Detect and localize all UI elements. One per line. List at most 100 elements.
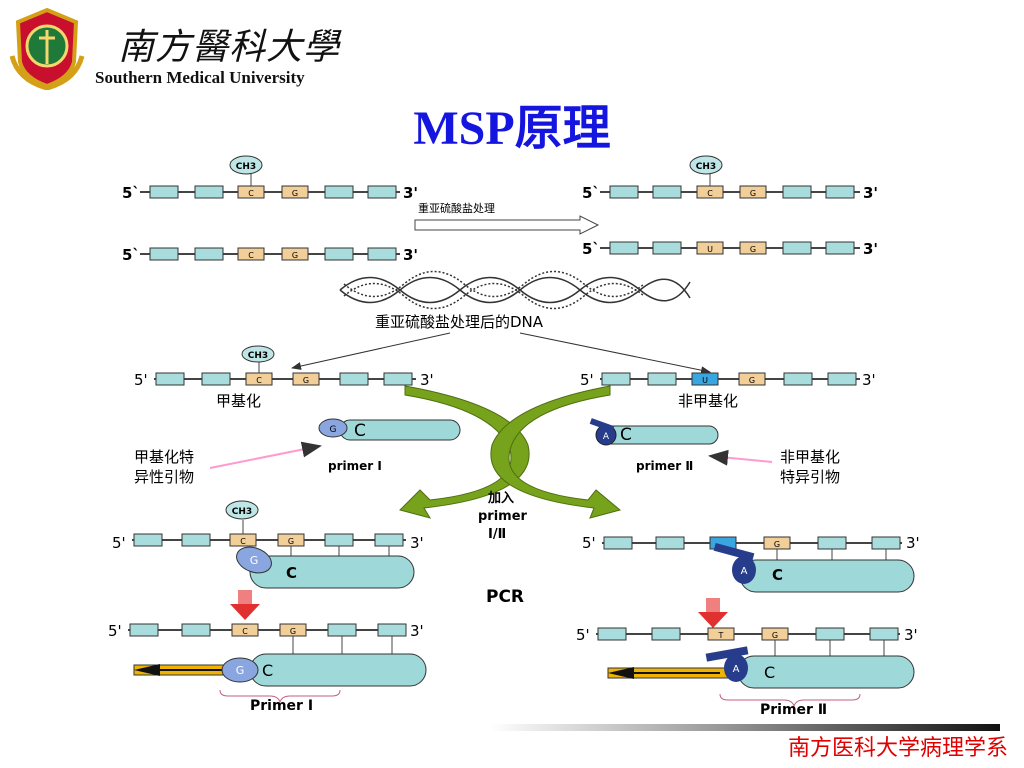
svg-text:3': 3' — [906, 534, 920, 552]
svg-text:G: G — [750, 189, 756, 198]
svg-text:C: C — [248, 251, 254, 260]
header: 南方醫科大學 Southern Medical University MSP原理 — [0, 0, 1024, 155]
svg-text:G: G — [749, 376, 755, 385]
svg-text:G: G — [236, 664, 245, 677]
top-right-strand-methylated: 5` C G 3' CH3 — [582, 155, 878, 202]
svg-text:C: C — [286, 564, 297, 582]
svg-text:3': 3' — [403, 246, 418, 264]
msp-diagram: 5` C G 3' CH3 5` C G 3' 重亚硫酸盐处理 5` — [108, 155, 920, 718]
green-crossing-arrows — [399, 385, 622, 519]
svg-text:G: G — [250, 554, 259, 567]
svg-text:5': 5' — [576, 626, 590, 644]
primer-1-product-label: Primer Ⅰ — [250, 698, 313, 714]
svg-text:G: G — [292, 251, 298, 260]
base-c-label: C — [248, 189, 254, 198]
svg-text:C: C — [354, 421, 366, 441]
footer-divider — [490, 724, 1000, 731]
three-prime-label: 3' — [403, 184, 418, 202]
unmethylated-label: 非甲基化 — [678, 392, 738, 410]
ch3-label: CH3 — [236, 162, 256, 172]
svg-text:3': 3' — [863, 240, 878, 258]
second-left-strand-unmethylated: 5` C G 3' — [122, 246, 418, 264]
university-calligraphy-logo: 南方醫科大學 — [118, 27, 341, 68]
svg-text:T: T — [718, 631, 724, 640]
svg-text:CH3: CH3 — [232, 507, 252, 517]
methyl-group-icon — [689, 155, 723, 175]
unmethylated-strand: 5' U G 3' 非甲基化 — [580, 371, 876, 410]
pcr-label: PCR — [486, 587, 524, 607]
svg-text:5': 5' — [134, 371, 148, 389]
primer-2-probe: A C primer Ⅱ — [589, 418, 719, 473]
svg-text:G: G — [288, 537, 294, 546]
svg-text:G: G — [772, 631, 778, 640]
svg-text:5': 5' — [580, 371, 594, 389]
dna-double-helix — [339, 270, 691, 310]
red-down-arrow-right — [698, 598, 728, 628]
svg-text:5`: 5` — [582, 184, 600, 202]
primer-1-label: primer Ⅰ — [328, 459, 382, 473]
svg-text:特异引物: 特异引物 — [780, 468, 840, 486]
add-primer-label: 加入 — [487, 491, 514, 506]
unmethylated-pcr-product: 5' T G 3' A C Primer Ⅱ — [576, 626, 918, 718]
svg-text:3': 3' — [862, 371, 876, 389]
svg-text:异性引物: 异性引物 — [134, 468, 194, 486]
methyl-group-icon — [229, 155, 263, 175]
svg-text:C: C — [764, 663, 775, 682]
svg-text:Ⅰ/Ⅱ: Ⅰ/Ⅱ — [488, 527, 506, 542]
svg-text:C: C — [620, 425, 632, 445]
svg-text:U: U — [702, 376, 708, 385]
red-down-arrow-left — [230, 590, 260, 620]
methyl-specific-primer-label: 甲基化特 — [134, 448, 194, 466]
svg-text:C: C — [707, 189, 713, 198]
bisulfite-treatment-arrow: 重亚硫酸盐处理 — [414, 201, 600, 235]
methylated-label: 甲基化 — [216, 392, 261, 410]
svg-text:5`: 5` — [122, 246, 140, 264]
svg-text:3': 3' — [410, 622, 424, 640]
primer-1-probe: G C primer Ⅰ — [318, 418, 461, 473]
svg-text:G: G — [330, 425, 337, 435]
methyl-group-icon — [241, 345, 275, 363]
svg-text:C: C — [240, 537, 246, 546]
methyl-group-icon — [225, 500, 259, 520]
svg-text:3': 3' — [420, 371, 434, 389]
svg-text:C: C — [772, 566, 783, 584]
primer-2-product-label: Primer Ⅱ — [760, 702, 827, 718]
footer-department: 南方医科大学病理学系 — [787, 736, 1008, 761]
methylated-strand: 5' C G 3' CH3 甲基化 — [134, 345, 434, 410]
base-g-label: G — [292, 189, 298, 198]
university-seal-logo — [9, 7, 85, 90]
primer-2-label: primer Ⅱ — [636, 459, 693, 473]
svg-text:primer: primer — [478, 509, 528, 524]
top-left-strand-methylated: 5` C G 3' CH3 — [122, 155, 418, 202]
svg-text:C: C — [256, 376, 262, 385]
methylated-pcr-product: 5' C G 3' G C Primer Ⅰ — [108, 622, 427, 714]
svg-text:U: U — [707, 245, 713, 254]
dna-after-treatment-label: 重亚硫酸盐处理后的DNA — [375, 313, 544, 331]
svg-text:A: A — [733, 664, 740, 675]
five-prime-label: 5` — [122, 184, 140, 202]
svg-text:CH3: CH3 — [248, 351, 268, 361]
svg-text:5`: 5` — [582, 240, 600, 258]
svg-text:3': 3' — [410, 534, 424, 552]
svg-text:C: C — [242, 627, 248, 636]
methylated-primer-annealing: 5' C G 3' CH3 G C — [112, 500, 424, 589]
svg-text:CH3: CH3 — [696, 162, 716, 172]
svg-text:G: G — [290, 627, 296, 636]
svg-text:3': 3' — [863, 184, 878, 202]
u-base-box — [691, 372, 719, 386]
svg-text:C: C — [262, 661, 273, 680]
svg-text:3': 3' — [904, 626, 918, 644]
university-english-name: Southern Medical University — [95, 68, 305, 87]
svg-text:G: G — [303, 376, 309, 385]
svg-text:5': 5' — [112, 534, 126, 552]
slide-title: MSP原理 — [413, 102, 611, 155]
unmethylated-primer-annealing: 5' G 3' A C — [582, 534, 920, 593]
svg-text:5': 5' — [582, 534, 596, 552]
svg-text:5': 5' — [108, 622, 122, 640]
bisulfite-treatment-label: 重亚硫酸盐处理 — [418, 201, 495, 215]
second-right-strand-converted: 5` U G 3' — [582, 240, 878, 258]
g-base-box — [281, 185, 309, 199]
svg-text:G: G — [750, 245, 756, 254]
svg-text:G: G — [774, 540, 780, 549]
svg-text:A: A — [741, 566, 748, 577]
